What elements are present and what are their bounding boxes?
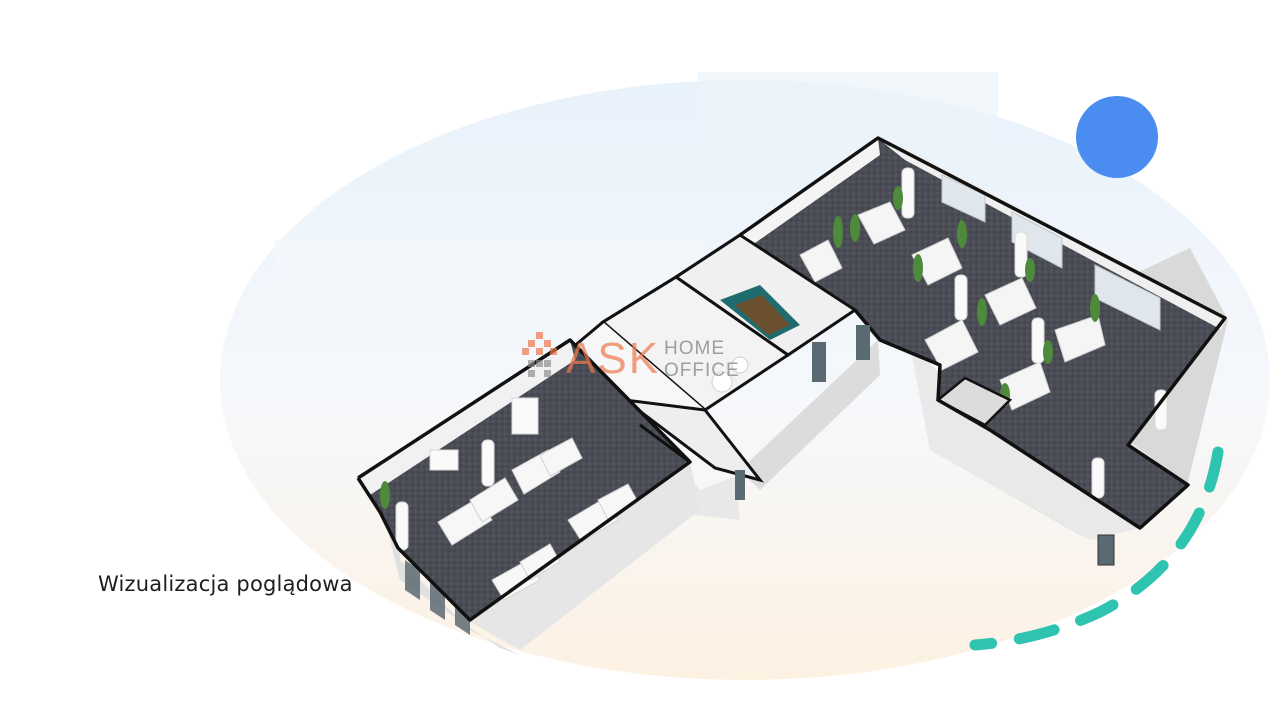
right-wing	[738, 136, 1228, 566]
circle-icon	[1076, 96, 1158, 178]
dashed-arc-icon	[969, 446, 1224, 651]
left-wing	[356, 338, 700, 655]
visualization-caption: Wizualizacja poglądowa	[98, 572, 353, 596]
middle-rooms	[559, 233, 880, 520]
